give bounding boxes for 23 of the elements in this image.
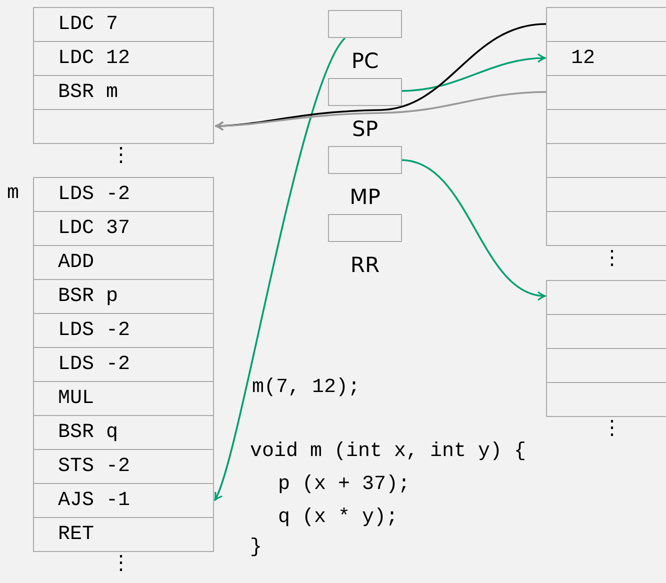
register-label: MP [348,185,382,209]
instruction-cell: LDC 37 [33,211,214,246]
stack-cell [546,382,666,417]
instruction-cell: BSR p [33,279,214,314]
register-label: PC [350,49,380,73]
instruction-cell: LDS -2 [33,347,214,382]
instruction-cell: BSR q [33,415,214,450]
register-label: SP [351,117,379,141]
memory-cell [33,109,214,144]
stack-cell [546,7,666,42]
instruction-cell: RET [33,517,214,552]
instruction-cell: AJS -1 [33,483,214,518]
instruction-cell: ADD [33,245,214,280]
instruction-cell: LDS -2 [33,177,214,212]
stack-cell [546,280,666,315]
instruction-cell: LDC 7 [33,7,214,42]
register-label: RR [349,253,381,277]
instruction-cell: LDS -2 [33,313,214,348]
instruction-cell: BSR m [33,75,214,110]
instruction-cell: STS -2 [33,449,214,484]
stack-cell [546,211,666,246]
instruction-cell: LDC 12 [33,41,214,76]
instruction-cell: MUL [33,381,214,416]
